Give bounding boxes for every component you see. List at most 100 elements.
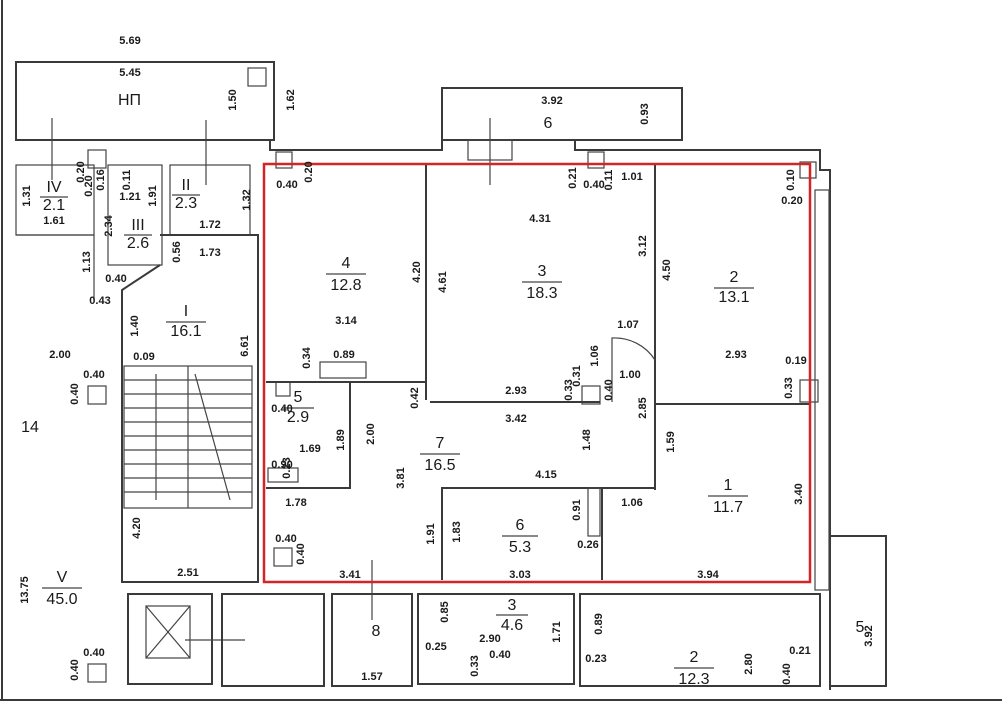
fixture [587, 487, 601, 537]
apartment-highlight [262, 162, 812, 584]
room-I-number: I [184, 303, 188, 320]
dimension-label: 1.89 [335, 429, 347, 450]
room-3-number: 3 [538, 263, 547, 280]
dimension-label: 0.93 [639, 103, 651, 124]
room-lower-2 [579, 593, 821, 687]
dimension-label: 0.90 [271, 459, 292, 471]
lower-room-3-area: 4.6 [501, 617, 523, 634]
balcony-5-label: 5 [856, 619, 865, 636]
lift-shaft [127, 593, 213, 685]
room-III-number: III [131, 217, 144, 234]
dimension-label: 3.92 [541, 95, 562, 107]
room-8-label: 8 [372, 623, 381, 640]
stair-treads [124, 366, 252, 508]
dimension-label: 1.91 [425, 523, 437, 544]
dimension-label: 0.19 [785, 355, 806, 367]
dimension-label: 0.89 [333, 349, 354, 361]
dimension-label: 0.56 [171, 241, 183, 262]
dimension-label: 1.73 [199, 247, 220, 259]
column [581, 385, 601, 405]
dimension-label: 1.71 [551, 621, 563, 642]
room-I [121, 234, 259, 583]
dimension-label: 2.00 [365, 423, 377, 444]
dimension-label: 1.40 [129, 315, 141, 336]
room-7-number: 7 [436, 435, 445, 452]
dimension-label: 0.40 [276, 179, 297, 191]
dimension-label: 0.40 [489, 649, 510, 661]
wall-6-top [441, 487, 655, 580]
dimension-label: 1.72 [199, 219, 220, 231]
dimension-label: 1.06 [589, 345, 601, 366]
room-III-area: 2.6 [127, 235, 149, 252]
dimension-label: 3.92 [863, 625, 875, 646]
dimension-label: 0.40 [295, 543, 307, 564]
room-1-number: 1 [724, 477, 733, 494]
dimension-label: 2.34 [103, 214, 115, 236]
dimension-label: 4.15 [535, 469, 556, 481]
dimension-label: 1.07 [617, 319, 638, 331]
lift-car [145, 605, 191, 659]
room-2-area: 13.1 [718, 289, 749, 306]
dimension-label: 4.20 [411, 261, 423, 282]
dimension-label: 4.20 [131, 517, 143, 538]
dimension-label: 2.93 [505, 385, 526, 397]
radiator [319, 361, 367, 379]
room-II-area: 2.3 [175, 195, 197, 212]
dimension-label: 2.80 [743, 653, 755, 674]
room-IV-area: 2.1 [43, 197, 65, 214]
dimension-label: 0.85 [439, 601, 451, 622]
dimension-label: 1.01 [621, 171, 642, 183]
room-3-area: 18.3 [526, 285, 557, 302]
dimension-label: 2.85 [637, 397, 649, 418]
dimension-label: 3.94 [697, 569, 719, 581]
room-6-number: 6 [516, 517, 525, 534]
dimension-label: 0.26 [577, 539, 598, 551]
dimension-label: 0.34 [301, 346, 313, 368]
dimension-label: 0.40 [83, 647, 104, 659]
np-label: НП [118, 92, 141, 109]
column-left [87, 149, 107, 169]
lift-cross [145, 605, 191, 659]
room-lower-3 [417, 593, 575, 685]
dimension-label: 1.83 [451, 521, 463, 542]
dimension-label: 1.59 [665, 431, 677, 452]
dimension-label: 2.00 [49, 349, 70, 361]
column [87, 663, 107, 683]
dimension-label: 1.32 [241, 189, 253, 210]
dimension-label: 0.33 [563, 379, 575, 400]
room-lower-left [221, 593, 325, 687]
dimension-label: 0.11 [603, 170, 615, 191]
dimension-label: 0.25 [425, 641, 446, 653]
dimension-label: 1.06 [621, 497, 642, 509]
balcony-5 [829, 535, 887, 687]
dimension-label: 3.12 [637, 235, 649, 256]
dimension-label: 0.33 [469, 655, 481, 676]
column [275, 381, 291, 397]
dimension-label: 3.41 [339, 569, 360, 581]
room-5-walls [266, 381, 351, 489]
dimension-label: 2.93 [725, 349, 746, 361]
column [87, 385, 107, 405]
dimension-label: 0.23 [585, 653, 606, 665]
dimension-label: 0.40 [69, 383, 81, 404]
lower-room-2-area: 12.3 [678, 671, 709, 688]
room-I-area: 16.1 [170, 323, 201, 340]
dimension-label: 0.43 [89, 295, 110, 307]
room-5-number: 5 [294, 389, 303, 406]
dimension-label: 3.40 [793, 483, 805, 504]
dimension-label: 0.20 [75, 161, 87, 182]
dimension-label: 2.90 [479, 633, 500, 645]
balcony-6-label: 6 [544, 115, 553, 132]
dimension-label: 0.20 [303, 161, 315, 182]
room-7-area: 16.5 [424, 457, 455, 474]
dimension-label: 0.21 [789, 645, 810, 657]
right-window-strip [814, 189, 830, 591]
dimension-label: 0.20 [83, 175, 95, 196]
column [799, 161, 817, 179]
dimension-label: 13.75 [19, 576, 31, 604]
dimension-label: 3.03 [509, 569, 530, 581]
dimension-label: 1.48 [581, 429, 593, 450]
stair-arrow-down [194, 373, 231, 501]
dimension-label: 0.33 [783, 377, 795, 398]
